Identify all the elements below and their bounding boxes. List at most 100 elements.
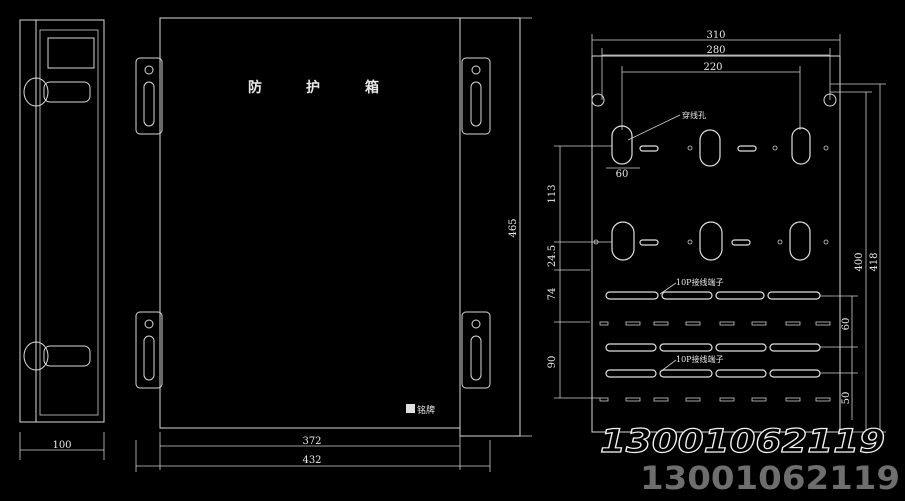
callout-leader-terminal-a <box>659 282 677 295</box>
small-slot <box>815 397 831 402</box>
back-left-dim-24-5: 24.5 <box>547 245 558 267</box>
back-small-slot-1 <box>639 145 659 152</box>
watermark: 13001062119 13001062119 <box>599 421 900 497</box>
terminal-strip-1c <box>715 291 765 300</box>
terminal-strip-2a <box>605 343 657 352</box>
callout-lead-hole: 穿线孔 <box>682 110 706 120</box>
front-ear-hole-bottom-right <box>471 319 481 329</box>
small-slot <box>719 321 735 326</box>
front-outer-width-dim: 432 <box>302 455 321 466</box>
front-ear-hole-top-left <box>144 65 154 75</box>
front-ear-slot-bottom-left <box>143 335 155 381</box>
back-cable-hole-2 <box>699 129 721 167</box>
back-cable-hole-3 <box>791 127 811 165</box>
side-view: 100 <box>19 19 105 460</box>
side-hinge-top <box>23 77 49 107</box>
small-slot <box>599 321 609 326</box>
watermark-number-grey: 13001062119 <box>640 459 900 497</box>
small-slot <box>653 397 669 402</box>
watermark-number-outline: 13001062119 <box>600 422 885 460</box>
small-slot <box>685 397 701 402</box>
front-ear-top-right <box>461 57 491 135</box>
back-pin-7 <box>823 239 829 245</box>
back-hole-width-dim: 60 <box>616 169 629 180</box>
back-dim-280: 280 <box>706 45 725 56</box>
back-view: 310 280 220 穿线孔 60 10P接线端子 <box>547 30 886 433</box>
side-top-bracket <box>47 37 95 69</box>
back-pin-3 <box>823 145 829 151</box>
side-body-left-edge <box>19 19 37 423</box>
back-right-dim-418: 418 <box>869 252 880 271</box>
front-title-char-2: 护 <box>306 79 320 96</box>
back-small-slot-3 <box>639 239 659 246</box>
small-slot <box>653 321 669 326</box>
back-pin-2 <box>772 145 778 151</box>
terminal-strip-1a <box>605 291 659 300</box>
terminal-strip-2d <box>769 343 821 352</box>
back-keyhole-right <box>823 93 837 107</box>
side-depth-dim: 100 <box>52 440 71 451</box>
back-body <box>591 55 841 433</box>
small-slot-row-2 <box>599 397 831 402</box>
terminal-strip-2c <box>715 343 767 352</box>
small-slot <box>785 321 801 326</box>
small-slot <box>751 397 767 402</box>
front-ear-slot-top-right <box>470 81 482 127</box>
back-cable-hole-1 <box>611 125 633 165</box>
front-ear-top-left <box>135 57 163 135</box>
back-small-slot-2 <box>737 145 757 152</box>
back-cable-hole-5 <box>699 221 723 261</box>
small-slot <box>685 321 701 326</box>
front-ear-slot-top-left <box>143 81 155 127</box>
small-slot <box>719 397 735 402</box>
back-dim-310: 310 <box>706 30 725 41</box>
front-ear-hole-bottom-left <box>144 319 154 329</box>
front-inner-width-dim: 372 <box>302 436 321 447</box>
nameplate-marker <box>406 404 415 413</box>
terminal-strip-1b <box>661 291 713 300</box>
front-title-char-1: 防 <box>248 79 262 96</box>
small-slot <box>625 321 641 326</box>
back-right-dim-400: 400 <box>854 252 865 271</box>
side-handle-top <box>43 81 91 103</box>
side-inner-outline <box>39 29 99 416</box>
terminal-strip-3b <box>659 369 713 378</box>
back-pin-6 <box>777 239 783 245</box>
back-right-dim-60: 60 <box>841 318 852 331</box>
small-slot <box>599 397 609 402</box>
terminal-strip-3d <box>769 369 821 378</box>
front-ear-hole-top-right <box>471 65 481 75</box>
side-hinge-bottom <box>23 341 49 371</box>
front-right-flange <box>459 17 521 437</box>
front-view: 防 护 箱 铭牌 465 372 432 <box>135 17 532 472</box>
back-left-dim-90: 90 <box>547 356 558 369</box>
back-keyhole-left <box>591 93 605 107</box>
back-dim-220: 220 <box>703 62 722 73</box>
nameplate-label: 铭牌 <box>417 404 435 416</box>
back-pin-5 <box>687 239 693 245</box>
back-cable-hole-4 <box>611 221 635 261</box>
back-pin-1 <box>687 145 693 151</box>
callout-terminal-a: 10P接线端子 <box>676 277 724 287</box>
back-left-dim-74: 74 <box>547 288 558 301</box>
small-slot <box>625 397 641 402</box>
back-small-slot-4 <box>731 239 751 246</box>
terminal-strip-3c <box>715 369 767 378</box>
small-slot <box>815 321 831 326</box>
side-handle-bottom <box>43 345 91 367</box>
front-ear-bottom-left <box>135 311 163 389</box>
small-slot <box>751 321 767 326</box>
front-ear-bottom-right <box>461 311 491 389</box>
front-height-dim: 465 <box>508 218 519 237</box>
small-slot <box>785 397 801 402</box>
back-right-dim-50: 50 <box>841 392 852 405</box>
terminal-strip-2b <box>659 343 713 352</box>
back-cable-hole-6 <box>789 221 811 261</box>
front-title-char-3: 箱 <box>365 79 379 96</box>
terminal-strip-3a <box>605 369 657 378</box>
front-ear-slot-bottom-right <box>470 335 482 381</box>
back-left-dim-113: 113 <box>547 184 558 203</box>
small-slot-row-1 <box>599 321 831 326</box>
side-body <box>35 19 105 423</box>
